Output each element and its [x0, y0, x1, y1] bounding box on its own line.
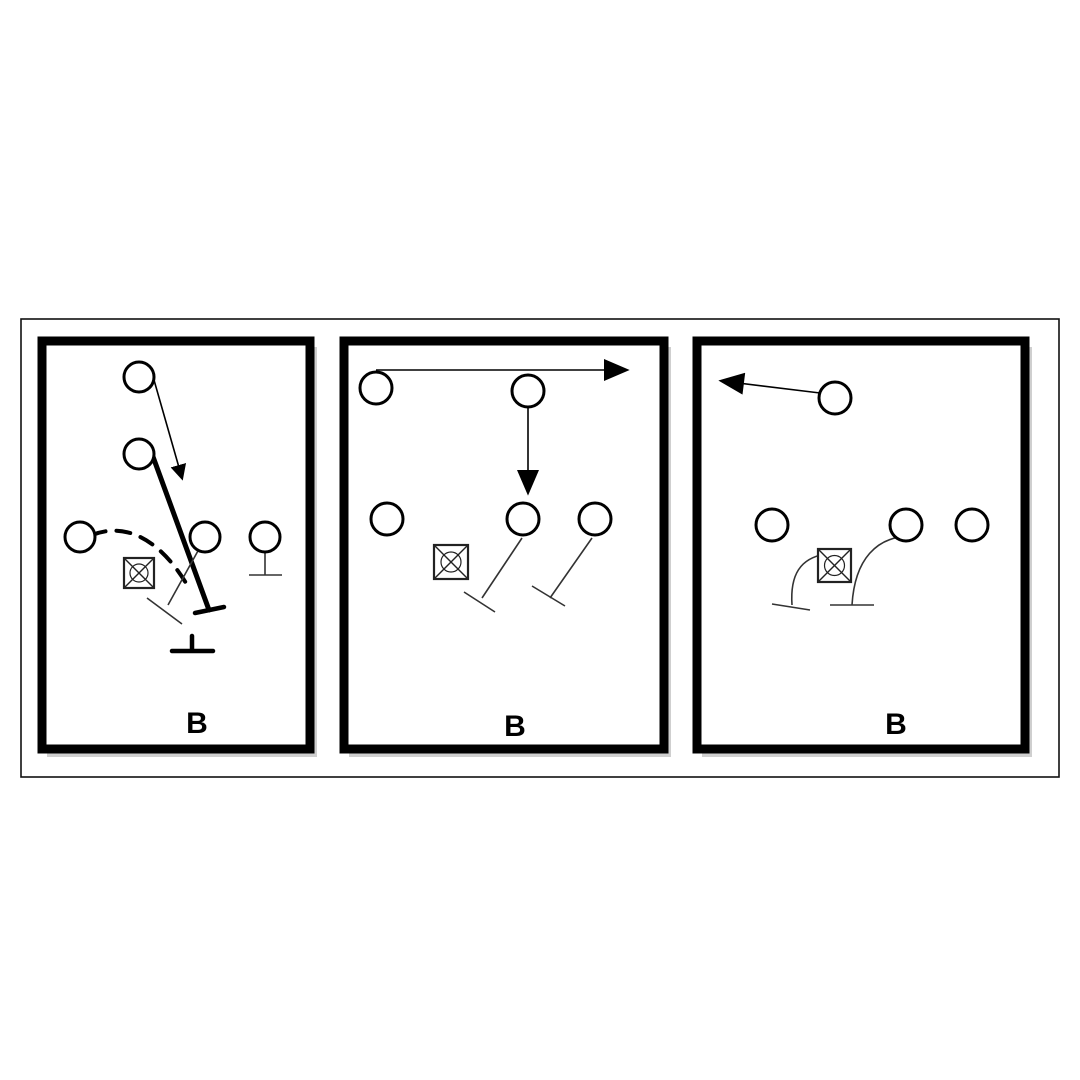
panel-1-player: [122, 437, 156, 471]
panel-1-thin-block-line-2: [146, 597, 183, 625]
panel-1-player: [188, 520, 222, 554]
panel-2-player: [577, 501, 613, 537]
panel-2-player: [369, 501, 405, 537]
panel-2: B: [339, 336, 671, 757]
panel-3-player: [817, 380, 853, 416]
panel-1-bottom-block: [169, 633, 216, 654]
figure-border: [20, 318, 1060, 778]
panel-3-player: [888, 507, 924, 543]
panel-2-player: [358, 370, 394, 406]
panel-1: B: [37, 336, 317, 757]
panel-3-route-arrow: [718, 372, 821, 395]
panel-2-block-line: [463, 537, 523, 613]
panel-2-label: B: [504, 710, 526, 743]
panel-2-block-line: [531, 537, 593, 607]
panel-1-dashed-route: [90, 528, 192, 592]
panel-1-player: [63, 520, 97, 554]
panel-3-player: [754, 507, 790, 543]
panel-1-player: [122, 360, 156, 394]
panel-3: B: [692, 336, 1032, 757]
panel-1-quarterback: [122, 556, 156, 590]
panel-3-block-curve: [830, 536, 901, 606]
panel-3-quarterback: [816, 547, 853, 584]
panel-1-player: [248, 520, 282, 554]
panel-2-frame: [339, 336, 669, 754]
panel-3-label: B: [885, 708, 907, 741]
panel-2-player: [505, 501, 541, 537]
panel-1-route-arrow: [153, 379, 187, 481]
panel-1-label: B: [186, 707, 208, 740]
panel-3-frame: [692, 336, 1030, 754]
panel-1-bold-route: [149, 451, 212, 613]
panel-1-bold-block-bar: [192, 604, 227, 616]
panel-3-player: [954, 507, 990, 543]
panel-1-right-block: [249, 552, 282, 576]
panel-2-player: [510, 373, 546, 409]
panel-2-quarterback: [432, 543, 470, 581]
